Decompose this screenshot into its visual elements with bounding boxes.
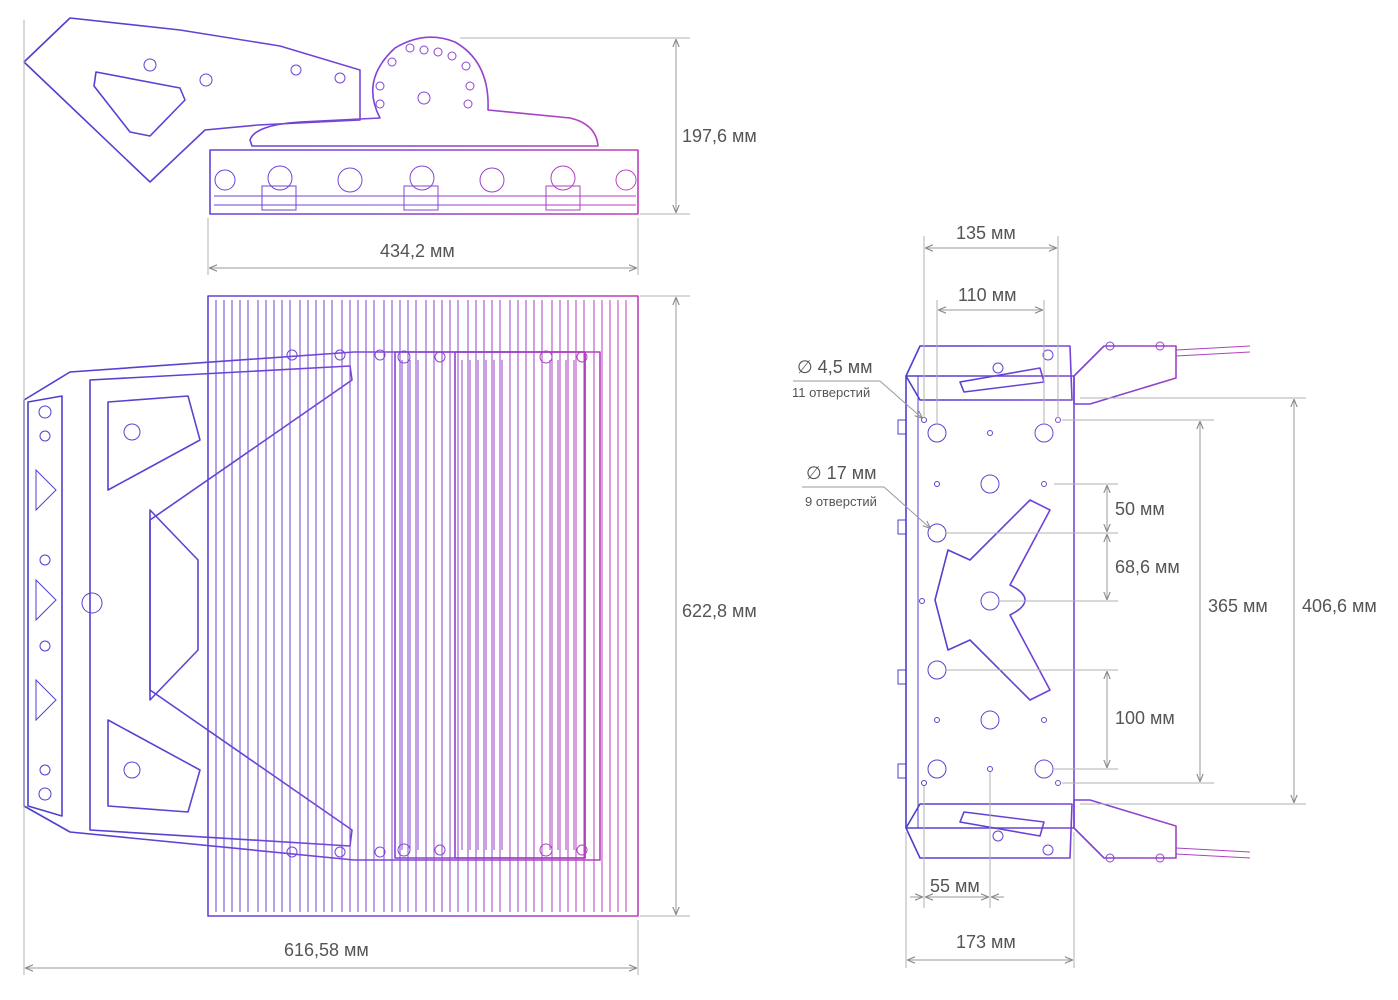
- note-large-hole-diameter: ∅ 17 мм: [806, 463, 876, 483]
- dim-total-width: 616,58 мм: [284, 940, 369, 960]
- dim-100: 100 мм: [1115, 708, 1175, 728]
- dim-68: 68,6 мм: [1115, 557, 1180, 577]
- dim-module-width: 434,2 мм: [380, 241, 455, 261]
- dim-top-height: 197,6 мм: [682, 126, 757, 146]
- dim-55: 55 мм: [930, 876, 980, 896]
- luminaire-front-view: [23, 17, 639, 917]
- dim-406: 406,6 мм: [1302, 596, 1377, 616]
- dim-inner-holes: 110 мм: [958, 285, 1016, 305]
- dim-body-height: 622,8 мм: [682, 601, 757, 621]
- bracket-plate: [905, 375, 1075, 829]
- dim-365: 365 мм: [1208, 596, 1268, 616]
- front-yoke-bracket: [23, 349, 601, 861]
- note-small-hole-diameter: ∅ 4,5 мм: [797, 357, 872, 377]
- note-large-hole-count: 9 отверстий: [805, 494, 877, 509]
- dim-50: 50 мм: [1115, 499, 1165, 519]
- note-small-hole-count: 11 отверстий: [792, 385, 870, 400]
- module-profiles-top: [209, 149, 639, 215]
- top-mounting-arm: [23, 17, 599, 183]
- front-view-dimensions: 197,6 мм 434,2 мм 622,8 мм 616,58 мм: [23, 20, 757, 975]
- dim-173: 173 мм: [956, 932, 1016, 952]
- small-holes: [919, 417, 1061, 786]
- bracket-dimensions: 135 мм 110 мм ∅ 4,5 мм 11 отверстий ∅ 17…: [792, 223, 1377, 968]
- bracket-cutout: [934, 499, 1051, 701]
- dim-outer-holes: 135 мм: [956, 223, 1016, 243]
